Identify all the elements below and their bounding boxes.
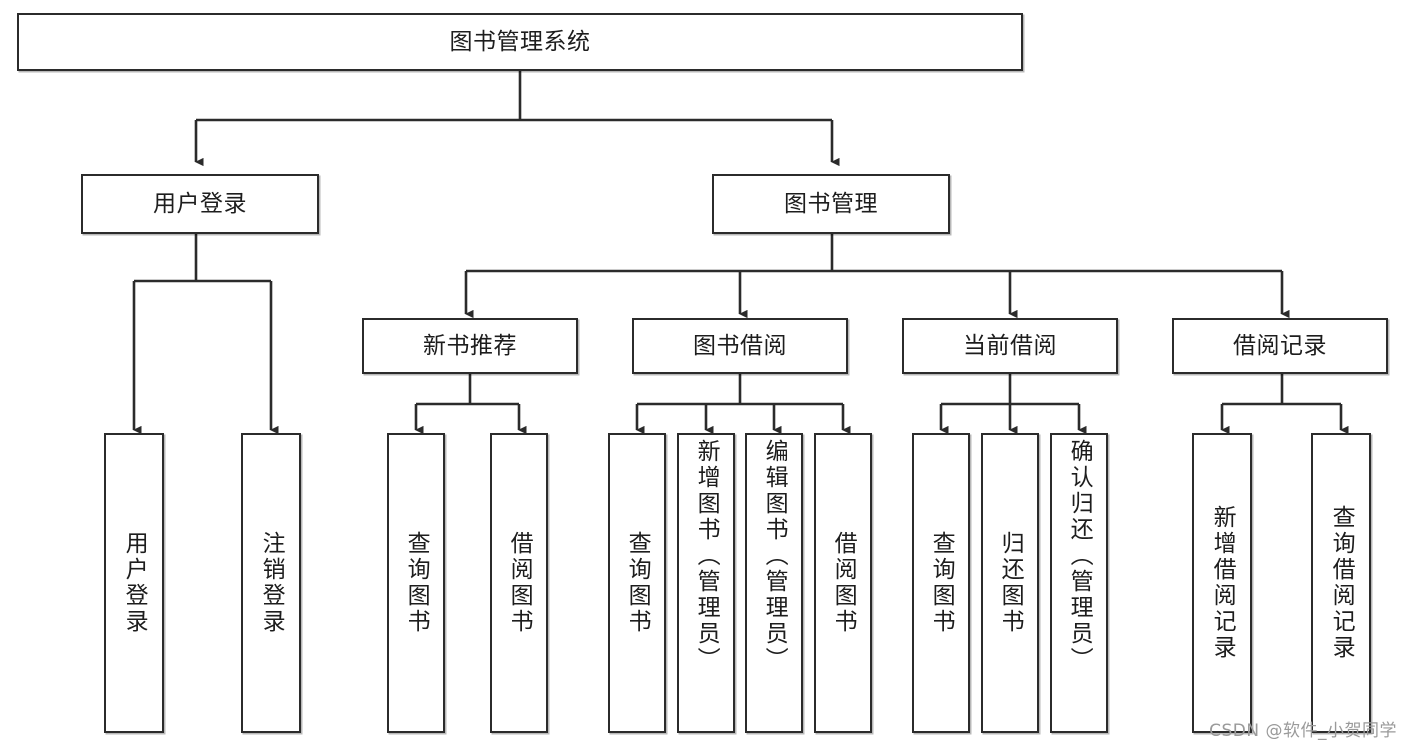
node-label: 借阅图书	[506, 531, 533, 635]
leaf-query-book-new-book[interactable]: 查询图书	[387, 433, 445, 733]
node-user-login[interactable]: 用户登录	[81, 174, 319, 234]
node-current-borrow[interactable]: 当前借阅	[902, 318, 1118, 374]
node-label: 新增图书（管理员）	[693, 439, 720, 673]
node-root-book-management-system[interactable]: 图书管理系统	[17, 13, 1023, 71]
leaf-add-borrow-record[interactable]: 新增借阅记录	[1192, 433, 1252, 733]
leaf-return-book[interactable]: 归还图书	[981, 433, 1039, 733]
node-label: 查询图书	[928, 531, 955, 635]
leaf-logout[interactable]: 注销登录	[241, 433, 301, 733]
node-book-borrow[interactable]: 图书借阅	[632, 318, 848, 374]
node-label: 查询图书	[403, 531, 430, 635]
node-label: 编辑图书（管理员）	[761, 439, 788, 673]
watermark: CSDN @软件_小贺同学	[1209, 721, 1397, 741]
node-label: 用户登录	[121, 531, 148, 635]
leaf-add-book-admin[interactable]: 新增图书（管理员）	[677, 433, 735, 733]
leaf-confirm-return-admin[interactable]: 确认归还（管理员）	[1050, 433, 1108, 733]
node-label: 查询图书	[624, 531, 651, 635]
node-label: 当前借阅	[963, 332, 1057, 359]
node-book-management[interactable]: 图书管理	[712, 174, 950, 234]
leaf-edit-book-admin[interactable]: 编辑图书（管理员）	[745, 433, 803, 733]
leaf-borrow-book-new-book[interactable]: 借阅图书	[490, 433, 548, 733]
leaf-query-borrow-record[interactable]: 查询借阅记录	[1311, 433, 1371, 733]
node-label: 注销登录	[258, 531, 285, 635]
leaf-user-login[interactable]: 用户登录	[104, 433, 164, 733]
node-label: 查询借阅记录	[1328, 505, 1355, 661]
node-label: 图书管理	[784, 190, 878, 217]
leaf-borrow-book-borrow[interactable]: 借阅图书	[814, 433, 872, 733]
node-borrow-record[interactable]: 借阅记录	[1172, 318, 1388, 374]
leaf-query-book-borrow[interactable]: 查询图书	[608, 433, 666, 733]
node-label: 归还图书	[997, 531, 1024, 635]
node-label: 新书推荐	[423, 332, 517, 359]
node-label: 借阅图书	[830, 531, 857, 635]
node-label: 图书借阅	[693, 332, 787, 359]
node-label: 借阅记录	[1233, 332, 1327, 359]
node-label: 图书管理系统	[449, 28, 591, 55]
node-label: 新增借阅记录	[1209, 505, 1236, 661]
node-label: 用户登录	[153, 190, 247, 217]
node-new-book-recommend[interactable]: 新书推荐	[362, 318, 578, 374]
node-label: 确认归还（管理员）	[1066, 439, 1093, 673]
leaf-query-book-current[interactable]: 查询图书	[912, 433, 970, 733]
